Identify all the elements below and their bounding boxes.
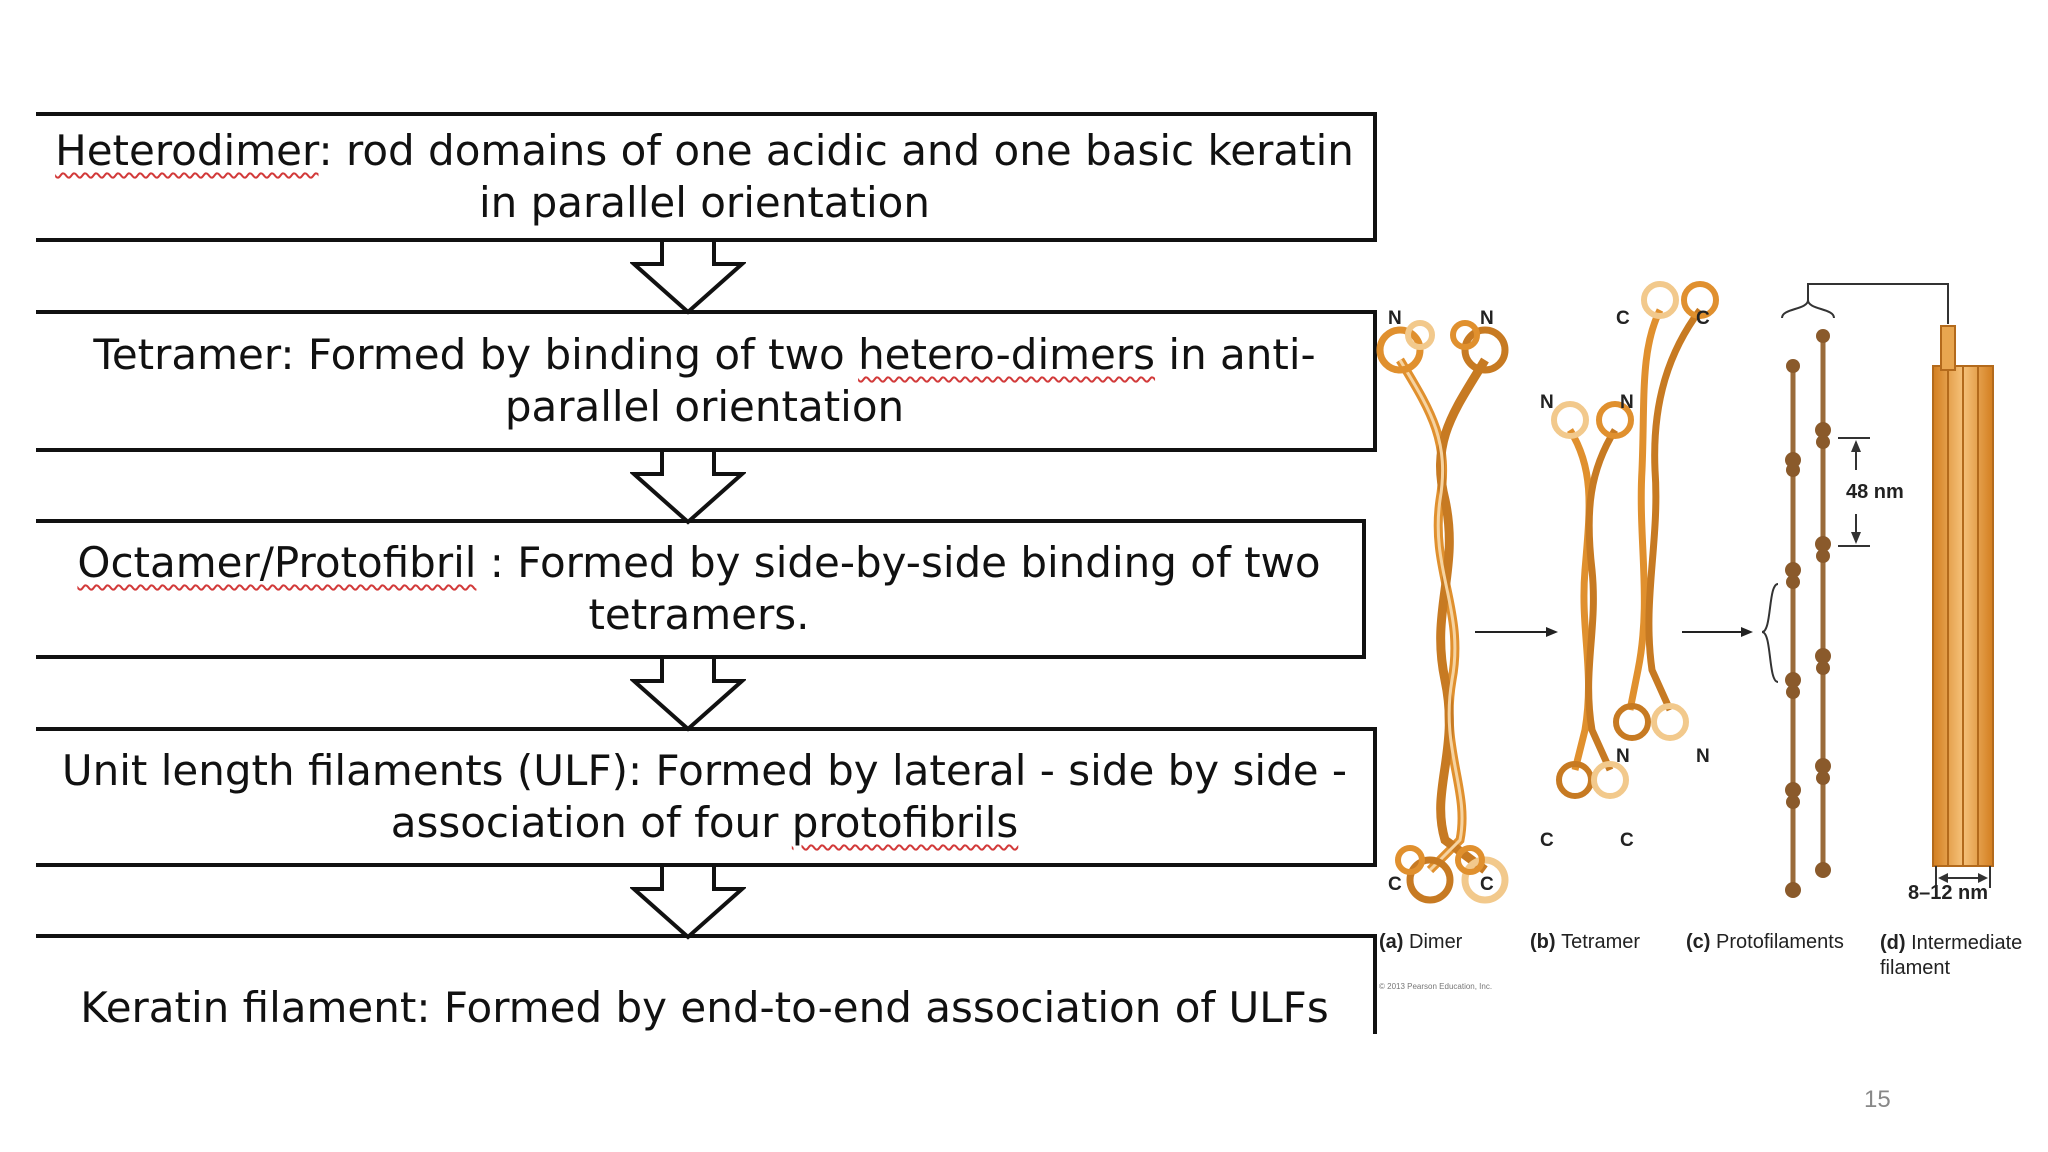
term-octamer-protofibril: Octamer/Protofibril — [77, 538, 477, 587]
step-tetramer-text: in anti-parallel orientation — [504, 330, 1316, 431]
down-arrow-3 — [630, 655, 746, 732]
caption-protofilaments: (c) Protofilaments — [1686, 931, 1844, 953]
step-heterodimer: Heterodimer: rod domains of one acidic a… — [36, 112, 1377, 242]
intermediate-filament-illustration — [1932, 325, 1994, 888]
end-label-c: C — [1616, 308, 1630, 329]
caption-dimer: (a) Dimer — [1379, 931, 1463, 953]
step-keratin-text: Keratin filament: Formed by end-to-end a… — [80, 983, 1329, 1032]
step-octamer: Octamer/Protofibril : Formed by side-by-… — [36, 519, 1366, 659]
down-arrow-1 — [630, 238, 746, 315]
end-label-c: C — [1480, 874, 1494, 895]
term-heterodimer: Heterodimer — [55, 126, 319, 175]
step-heterodimer-text: : rod domains of one acidic and one basi… — [318, 126, 1354, 227]
protofilaments-illustration — [1761, 299, 1870, 898]
end-label-n: N — [1540, 392, 1554, 413]
end-label-c: C — [1620, 830, 1634, 851]
keratin-assembly-figure — [1376, 281, 1994, 904]
end-label-n: N — [1696, 746, 1710, 767]
dimer-illustration — [1376, 320, 1509, 904]
spacing-label-48nm: 48 nm — [1846, 481, 1904, 503]
page-number: 15 — [1864, 1086, 1891, 1113]
arrowhead-2 — [1741, 627, 1753, 637]
end-label-c: C — [1696, 308, 1710, 329]
step-ulf-pre: Unit length filaments (ULF): Formed by l… — [61, 746, 1348, 847]
step-keratin-filament: Keratin filament: Formed by end-to-end a… — [36, 934, 1377, 1034]
term-protofibrils: protofibrils — [791, 798, 1019, 847]
down-arrow-4 — [630, 863, 746, 940]
step-tetramer: Tetramer: Formed by binding of two heter… — [36, 310, 1377, 452]
caption-intermediate-filament: (d) Intermediate filament — [1880, 932, 2023, 979]
step-octamer-text: : Formed by side-by-side binding of two … — [476, 538, 1321, 639]
tetramer-illustration — [1551, 281, 1719, 799]
end-label-n: N — [1388, 308, 1402, 329]
figure-credit: © 2013 Pearson Education, Inc. — [1379, 982, 1493, 991]
term-hetero-dimers: hetero-dimers — [858, 330, 1156, 379]
end-label-n: N — [1620, 392, 1634, 413]
end-label-c: C — [1388, 874, 1402, 895]
caption-tetramer: (b) Tetramer — [1530, 931, 1641, 953]
arrowhead-1 — [1546, 627, 1558, 637]
end-label-n: N — [1480, 308, 1494, 329]
end-label-n: N — [1616, 746, 1630, 767]
end-label-c: C — [1540, 830, 1554, 851]
step-tetramer-pre: Tetramer: Formed by binding of two — [93, 330, 859, 379]
down-arrow-2 — [630, 448, 746, 525]
width-label-8-12nm: 8–12 nm — [1908, 882, 1989, 904]
step-ulf: Unit length filaments (ULF): Formed by l… — [36, 727, 1377, 867]
